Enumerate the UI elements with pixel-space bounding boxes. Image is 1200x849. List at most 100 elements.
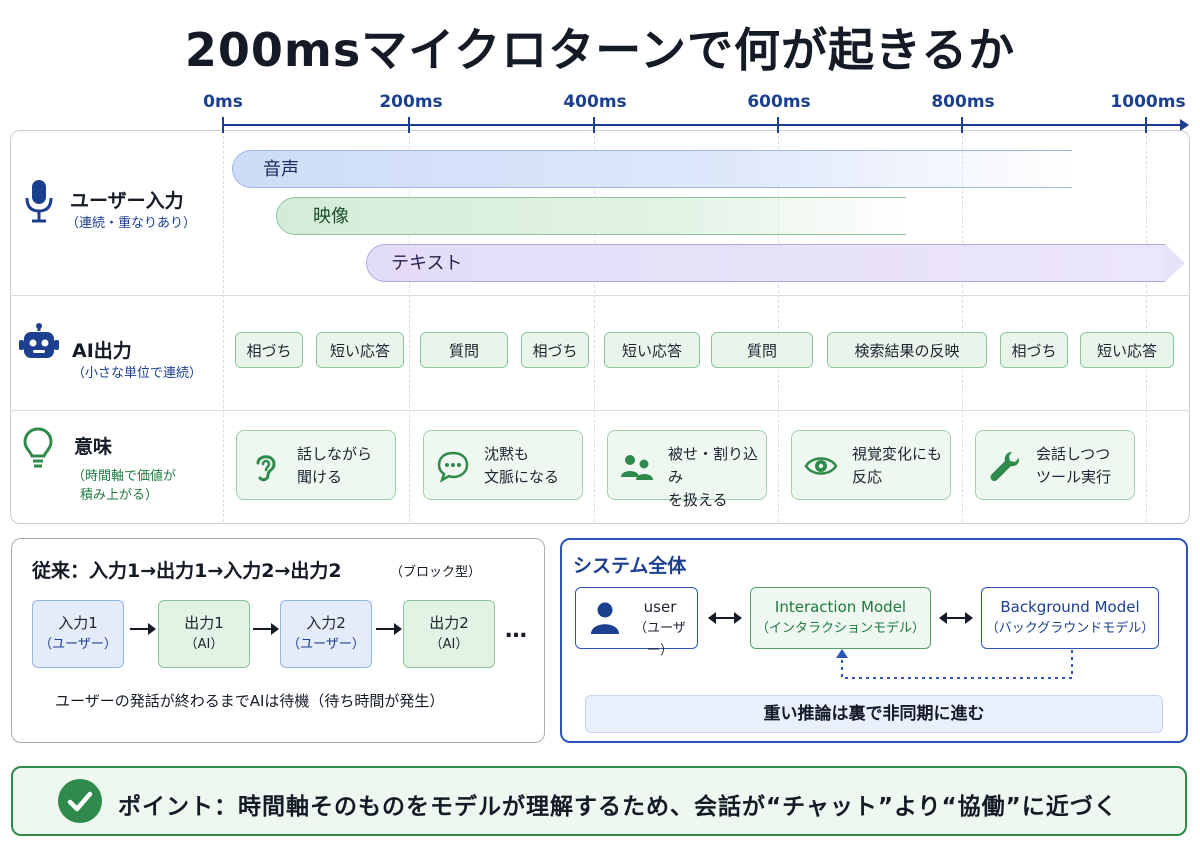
tick-label: 600ms bbox=[747, 92, 811, 112]
card-line2: を扱える bbox=[668, 491, 728, 509]
lightbulb-icon bbox=[23, 427, 53, 468]
node-user-sub: （ユーザー） bbox=[634, 621, 686, 658]
input-bar-video: 映像 bbox=[276, 197, 906, 235]
flow-step-sub: （ユーザー） bbox=[287, 637, 365, 652]
node-background-model: Background Model （バックグラウンドモデル） bbox=[981, 587, 1159, 649]
card-line2: 聞ける bbox=[297, 468, 343, 486]
legacy-title-sub: （ブロック型） bbox=[390, 565, 482, 580]
output-chip: 短い応答 bbox=[604, 332, 700, 368]
meaning-card: 話しながら聞ける bbox=[236, 430, 396, 500]
node-background-main: Background Model bbox=[1000, 598, 1140, 616]
tick-label: 800ms bbox=[931, 92, 995, 112]
output-chip: 相づち bbox=[1000, 332, 1068, 368]
meaning-card: 沈黙も文脈になる bbox=[423, 430, 583, 500]
axis-tick bbox=[961, 117, 963, 133]
flow-step-main: 入力2 bbox=[306, 614, 346, 632]
flow-step: 出力1 （AI） bbox=[158, 600, 250, 668]
chat-bubble-icon bbox=[437, 451, 469, 483]
flow-step-main: 入力1 bbox=[58, 614, 98, 632]
legacy-panel bbox=[11, 538, 545, 743]
card-line1: 会話しつつ bbox=[1036, 445, 1111, 463]
flow-step-sub: （AI） bbox=[184, 637, 224, 652]
row-divider bbox=[10, 295, 1190, 296]
axis-tick bbox=[408, 117, 410, 133]
flow-step: 入力2 （ユーザー） bbox=[280, 600, 372, 668]
page-title: 200msマイクロターンで何が起きるか bbox=[184, 23, 1016, 77]
grid-line bbox=[594, 131, 595, 522]
card-line1: 話しながら bbox=[297, 445, 373, 463]
grid-line bbox=[223, 131, 224, 522]
card-line2: 反応 bbox=[852, 468, 883, 486]
flow-step-sub: （AI） bbox=[429, 637, 469, 652]
card-line1: 被せ・割り込み bbox=[668, 445, 759, 486]
output-chip: 相づち bbox=[235, 332, 303, 368]
tick-label: 200ms bbox=[379, 92, 443, 112]
output-chip: 短い応答 bbox=[1080, 332, 1174, 368]
key-point-banner bbox=[11, 766, 1187, 836]
meaning-card: 視覚変化にも反応 bbox=[791, 430, 951, 500]
meaning-card: 会話しつつツール実行 bbox=[975, 430, 1135, 500]
tick-label: 0ms bbox=[203, 92, 243, 112]
bidirectional-arrow-icon bbox=[939, 612, 973, 624]
grid-line bbox=[1146, 131, 1147, 522]
grid-line bbox=[409, 131, 410, 522]
row-sub-meaning-2: 積み上がる） bbox=[80, 488, 159, 503]
tick-label: 400ms bbox=[563, 92, 627, 112]
user-icon bbox=[591, 602, 619, 634]
time-axis bbox=[222, 124, 1184, 126]
card-line2: ツール実行 bbox=[1036, 468, 1112, 486]
meaning-card: 被せ・割り込みを扱える bbox=[607, 430, 767, 509]
node-background-sub: （バックグラウンドモデル） bbox=[985, 621, 1155, 636]
legacy-note: ユーザーの発話が終わるまでAIは待機（待ち時間が発生） bbox=[55, 692, 445, 710]
async-feedback-arrow bbox=[836, 649, 1073, 679]
output-chip: 相づち bbox=[521, 332, 589, 368]
legacy-title: 従来：入力1→出力1→入力2→出力2 bbox=[32, 560, 342, 582]
output-chip: 質問 bbox=[711, 332, 813, 368]
axis-tick bbox=[593, 117, 595, 133]
flow-step-main: 出力1 bbox=[184, 614, 224, 632]
flow-step: 出力2 （AI） bbox=[403, 600, 495, 668]
output-chip: 短い応答 bbox=[316, 332, 404, 368]
card-line1: 沈黙も bbox=[484, 445, 530, 463]
async-note: 重い推論は裏で非同期に進む bbox=[585, 695, 1163, 733]
key-point-text: ポイント：時間軸そのものをモデルが理解するため、会話が“チャット”より“協働”に… bbox=[118, 794, 1118, 820]
flow-step-sub: （ユーザー） bbox=[39, 637, 117, 652]
axis-tick bbox=[1145, 117, 1147, 133]
ear-icon bbox=[256, 455, 276, 482]
output-chip: 質問 bbox=[420, 332, 508, 368]
axis-tick bbox=[222, 117, 224, 133]
row-divider bbox=[10, 410, 1190, 411]
output-chip: 検索結果の反映 bbox=[827, 332, 987, 368]
row-label-meaning: 意味 bbox=[74, 436, 113, 458]
node-user-main: user bbox=[643, 598, 677, 616]
node-interaction-sub: （インタラクションモデル） bbox=[755, 621, 925, 636]
card-line1: 視覚変化にも bbox=[852, 445, 943, 463]
axis-tick bbox=[777, 117, 779, 133]
node-interaction-main: Interaction Model bbox=[774, 598, 907, 616]
grid-line bbox=[778, 131, 779, 522]
node-user: user （ユーザー） bbox=[575, 587, 698, 658]
row-label-output: AI出力 bbox=[72, 340, 132, 362]
flow-arrow-icon bbox=[376, 623, 402, 635]
robot-icon bbox=[19, 323, 59, 358]
ellipsis: … bbox=[505, 618, 527, 643]
system-panel bbox=[560, 538, 1188, 743]
eye-icon bbox=[804, 457, 838, 475]
input-bar-text: テキスト bbox=[366, 244, 1166, 282]
card-line2: 文脈になる bbox=[484, 468, 560, 486]
grid-line bbox=[962, 131, 963, 522]
system-title: システム全体 bbox=[573, 555, 687, 577]
bidirectional-arrow-icon bbox=[708, 612, 742, 624]
row-sub-output: （小さな単位で連続） bbox=[72, 366, 203, 381]
microphone-icon bbox=[25, 180, 53, 223]
flow-arrow-icon bbox=[130, 623, 156, 635]
row-sub-input: （連続・重なりあり） bbox=[66, 216, 197, 231]
flow-arrow-icon bbox=[253, 623, 279, 635]
flow-step: 入力1 （ユーザー） bbox=[32, 600, 124, 668]
wrench-icon bbox=[990, 452, 1020, 482]
row-sub-meaning-1: （時間軸で価値が bbox=[72, 469, 177, 484]
tick-label: 1000ms bbox=[1110, 92, 1186, 112]
check-icon bbox=[58, 779, 102, 823]
node-interaction-model: Interaction Model （インタラクションモデル） bbox=[750, 587, 931, 649]
input-bar-voice: 音声 bbox=[232, 150, 1072, 188]
